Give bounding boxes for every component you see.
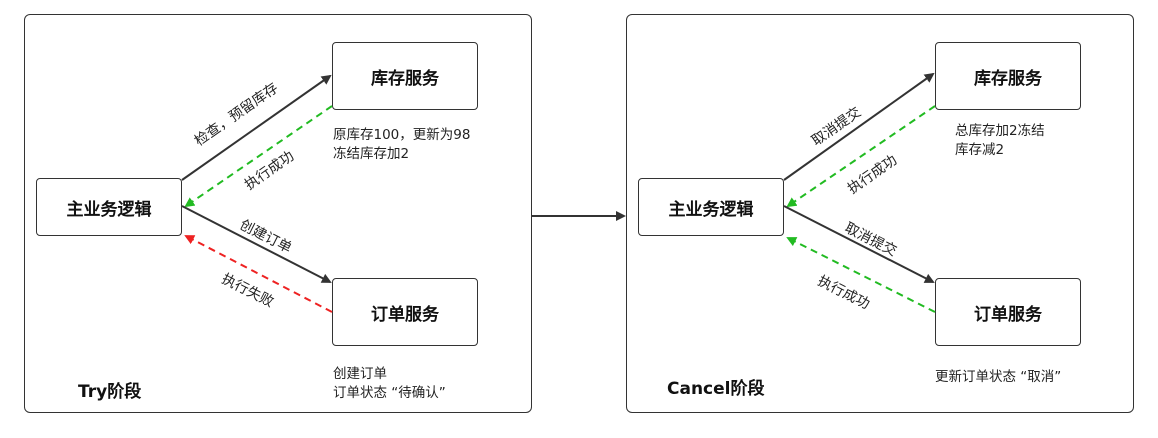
cancel-phase-title: Cancel阶段 — [667, 379, 765, 399]
cancel-main-logic-box: 主业务逻辑 — [638, 178, 784, 236]
cancel-inventory-service-box: 库存服务 — [935, 42, 1081, 110]
try-inventory-note-line-1: 原库存100，更新为98 — [333, 127, 471, 143]
cancel-inventory-note-line-2: 库存减2 — [955, 142, 1005, 158]
try-inventory-note-line-2: 冻结库存加2 — [333, 146, 410, 162]
cancel-inventory-note-line-1: 总库存加2冻结 — [955, 123, 1045, 139]
try-phase-title: Try阶段 — [78, 382, 142, 402]
cancel-arrow-inventory-success — [786, 105, 936, 208]
try-inventory-service-box: 库存服务 — [332, 42, 478, 110]
try-order-note-line-2: 订单状态 “待确认” — [333, 385, 446, 401]
try-arrow-inventory-success — [184, 105, 333, 208]
try-order-note: 创建订单 订单状态 “待确认” — [333, 365, 446, 403]
try-arrow-to-inventory — [181, 74, 332, 181]
cancel-arrow-order-success — [786, 237, 936, 313]
try-arrow-to-order — [181, 205, 332, 283]
try-inventory-note: 原库存100，更新为98 冻结库存加2 — [333, 126, 470, 164]
try-arrow-order-failed — [184, 235, 333, 313]
cancel-order-service-box: 订单服务 — [935, 278, 1081, 346]
try-order-service-box: 订单服务 — [332, 278, 478, 346]
cancel-order-note: 更新订单状态 “取消” — [935, 368, 1061, 387]
try-order-note-line-1: 创建订单 — [333, 366, 387, 382]
try-main-logic-box: 主业务逻辑 — [36, 178, 182, 236]
cancel-arrow-to-order — [783, 205, 935, 283]
cancel-inventory-note: 总库存加2冻结 库存减2 — [955, 122, 1045, 160]
cancel-arrow-to-inventory — [783, 72, 935, 181]
cancel-order-note-line-1: 更新订单状态 “取消” — [935, 369, 1062, 385]
